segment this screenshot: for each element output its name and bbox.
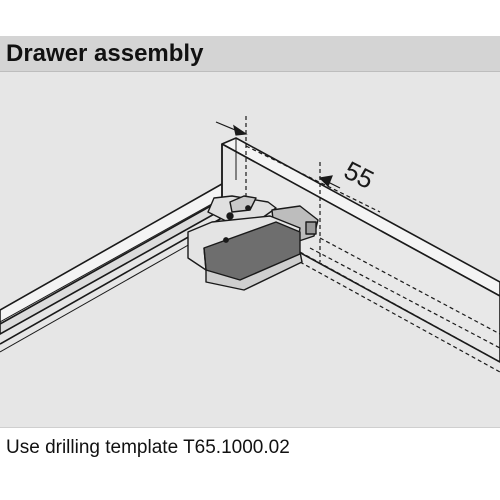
assembly-illustration: 55 [0, 116, 500, 373]
header-bar: Drawer assembly [0, 36, 500, 72]
caption-divider [0, 427, 500, 428]
caption-text: Use drilling template T65.1000.02 [6, 437, 290, 458]
front-panel [221, 137, 500, 363]
dimension-label: 55 [339, 155, 378, 195]
assembly-diagram: 55 [0, 72, 500, 427]
front-fixing-clip [187, 195, 319, 291]
page-title: Drawer assembly [6, 40, 204, 67]
dimension-arrows [215, 121, 341, 189]
